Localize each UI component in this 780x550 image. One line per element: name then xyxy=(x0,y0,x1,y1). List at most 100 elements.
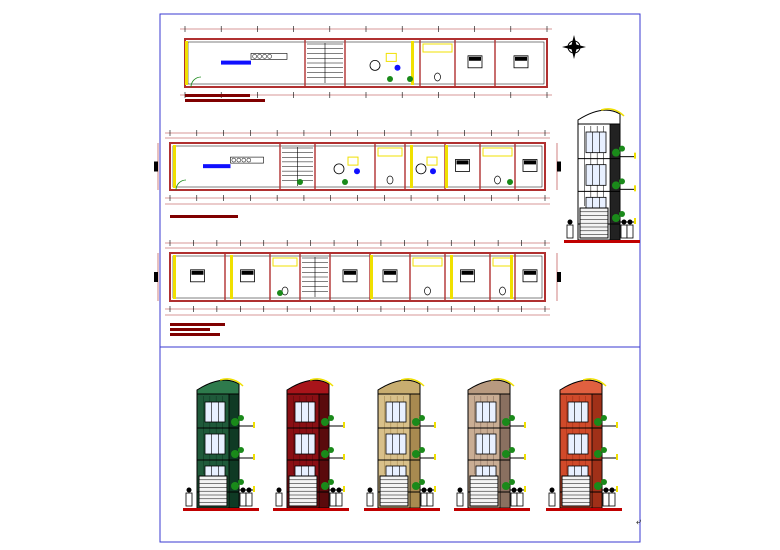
parapet-trim xyxy=(582,378,607,387)
plant-symbol xyxy=(419,479,425,485)
plant-symbol xyxy=(321,418,329,426)
balcony-mark xyxy=(434,422,436,428)
plant-symbol xyxy=(231,482,239,490)
furniture-accent xyxy=(230,255,233,299)
bed-pillow xyxy=(384,270,396,275)
person-head xyxy=(457,487,463,493)
plant-symbol xyxy=(342,179,348,185)
shelf-item xyxy=(267,54,272,59)
ground-line xyxy=(564,240,640,243)
balcony-mark xyxy=(343,422,345,428)
plant-symbol xyxy=(419,415,425,421)
toilet-symbol xyxy=(424,286,431,296)
floor-plan-2 xyxy=(154,130,561,218)
plant-symbol xyxy=(509,415,515,421)
person-body xyxy=(548,492,556,507)
person-body xyxy=(329,492,337,507)
plant-symbol xyxy=(297,179,303,185)
person-head xyxy=(276,487,282,493)
person-body xyxy=(245,492,253,507)
facade-orange xyxy=(546,378,622,511)
north-arrow-icon xyxy=(562,35,586,59)
window xyxy=(585,164,607,186)
counter-symbol xyxy=(203,164,231,169)
shelf-item xyxy=(236,157,242,163)
person-head xyxy=(517,487,523,493)
plant-symbol xyxy=(231,450,239,458)
balcony-mark xyxy=(634,185,636,192)
toilet-symbol xyxy=(434,72,441,82)
person-head xyxy=(240,487,246,493)
floor-plan-3 xyxy=(154,240,561,336)
balcony-mark xyxy=(253,422,255,428)
balcony-mark xyxy=(524,486,526,492)
balcony-mark xyxy=(634,218,636,224)
person-head xyxy=(367,487,373,493)
window xyxy=(475,401,497,423)
shelf-item xyxy=(262,54,267,59)
furniture-accent xyxy=(510,255,513,299)
section-marker xyxy=(557,272,561,282)
bed-pillow xyxy=(344,270,356,275)
fixture-symbol xyxy=(394,64,401,71)
fixture-symbol xyxy=(430,168,436,175)
furniture-accent xyxy=(173,255,176,299)
section-marker xyxy=(154,161,158,172)
person-head xyxy=(609,487,615,493)
plant-symbol xyxy=(412,450,420,458)
plant-symbol xyxy=(502,418,510,426)
person-body xyxy=(456,492,464,507)
title-bar xyxy=(170,215,238,218)
plant-symbol xyxy=(612,148,620,157)
window xyxy=(567,401,589,423)
plant-symbol xyxy=(387,76,393,82)
plant-symbol xyxy=(594,418,602,426)
furniture-accent xyxy=(185,41,188,85)
parapet xyxy=(577,109,621,125)
bed-pillow xyxy=(469,56,481,61)
exterior-wall xyxy=(169,252,546,302)
person-head xyxy=(621,219,627,225)
person-body xyxy=(516,492,524,507)
title-bar xyxy=(185,94,250,97)
table-symbol xyxy=(333,163,345,175)
shelf-item xyxy=(246,157,252,163)
plant-symbol xyxy=(509,447,515,453)
furniture-accent xyxy=(411,41,414,85)
bath-fixture xyxy=(412,257,443,267)
ground-line xyxy=(454,508,530,511)
plant-symbol xyxy=(601,415,607,421)
ground-line xyxy=(273,508,349,511)
person-head xyxy=(567,219,573,225)
bed-pillow xyxy=(456,160,469,165)
person-body xyxy=(366,492,374,507)
person-body xyxy=(275,492,283,507)
bed-pillow xyxy=(241,270,254,275)
plant-symbol xyxy=(412,482,420,490)
table-symbol xyxy=(415,163,427,175)
person-body xyxy=(566,224,574,239)
balcony-mark xyxy=(343,486,345,492)
parapet xyxy=(559,379,603,395)
window xyxy=(385,433,407,455)
plant-symbol xyxy=(277,290,283,296)
parapet xyxy=(467,379,511,395)
window xyxy=(475,433,497,455)
facade-elevations xyxy=(183,378,622,511)
plant-symbol xyxy=(507,179,513,185)
table-symbol xyxy=(369,60,381,71)
bath-fixture xyxy=(492,257,513,267)
door-swing xyxy=(190,76,202,88)
bed-pillow xyxy=(515,56,527,61)
balcony-mark xyxy=(343,454,345,460)
balcony-mark xyxy=(434,486,436,492)
plant-symbol xyxy=(619,145,625,152)
plant-symbol xyxy=(612,214,620,222)
balcony-mark xyxy=(253,486,255,492)
window xyxy=(204,401,226,423)
bath-fixture xyxy=(482,147,513,157)
window xyxy=(567,433,589,455)
plant-symbol xyxy=(502,482,510,490)
side-elevation xyxy=(564,108,640,243)
